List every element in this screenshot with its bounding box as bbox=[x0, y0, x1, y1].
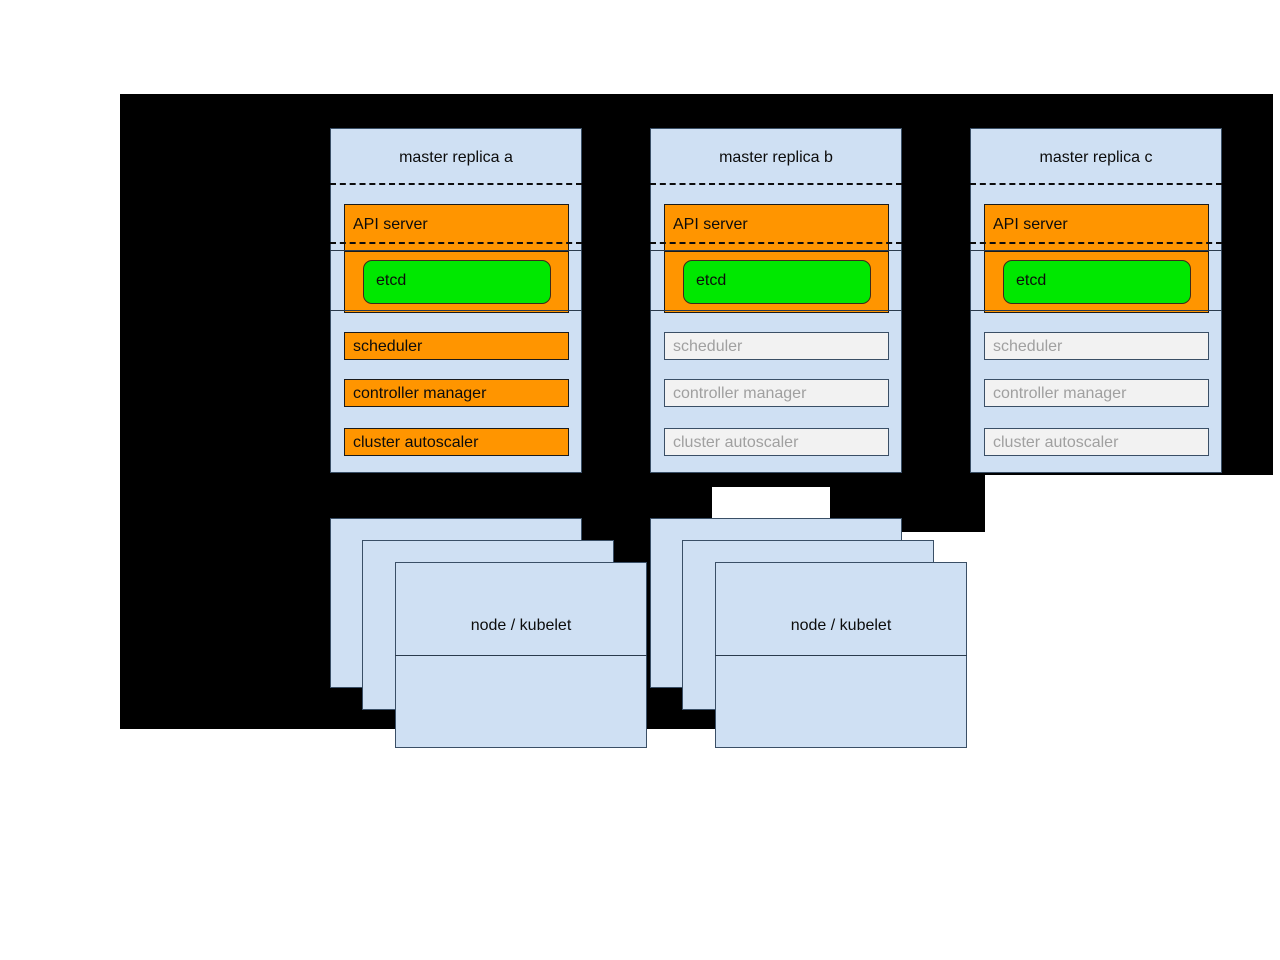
component-cluster-autoscaler[interactable]: cluster autoscaler bbox=[664, 428, 889, 456]
backdrop-mid-strip bbox=[512, 475, 985, 487]
component-label: cluster autoscaler bbox=[673, 434, 799, 451]
replica-boundary-dashed-mid bbox=[970, 242, 1222, 244]
component-label: controller manager bbox=[993, 385, 1127, 402]
master-replica-a[interactable]: master replica a API server etcd schedul… bbox=[330, 128, 582, 473]
replica-boundary-dashed-mid bbox=[650, 242, 902, 244]
replica-rule-lower bbox=[650, 310, 902, 311]
node-divider bbox=[395, 655, 647, 656]
replica-boundary-dashed-top bbox=[650, 183, 902, 185]
master-replica-c[interactable]: master replica c API server etcd schedul… bbox=[970, 128, 1222, 473]
component-label: controller manager bbox=[673, 385, 807, 402]
node-divider bbox=[715, 655, 967, 656]
node-card-front[interactable]: node / kubelet bbox=[715, 562, 967, 748]
component-cluster-autoscaler[interactable]: cluster autoscaler bbox=[984, 428, 1209, 456]
node-label: node / kubelet bbox=[790, 617, 892, 634]
etcd-host-box[interactable]: etcd bbox=[664, 251, 889, 313]
component-scheduler[interactable]: scheduler bbox=[984, 332, 1209, 360]
replica-rule-upper bbox=[970, 250, 1222, 251]
replica-rule-upper bbox=[650, 250, 902, 251]
component-label: controller manager bbox=[353, 385, 487, 402]
replica-title: master replica b bbox=[719, 149, 833, 166]
component-label: cluster autoscaler bbox=[993, 434, 1119, 451]
node-label: node / kubelet bbox=[470, 617, 572, 634]
replica-boundary-dashed-top bbox=[330, 183, 582, 185]
component-controller-manager[interactable]: controller manager bbox=[344, 379, 569, 407]
etcd-box[interactable]: etcd bbox=[683, 260, 871, 304]
etcd-host-box[interactable]: etcd bbox=[344, 251, 569, 313]
replica-rule-lower bbox=[970, 310, 1222, 311]
api-server-label: API server bbox=[673, 216, 748, 233]
master-replica-b[interactable]: master replica b API server etcd schedul… bbox=[650, 128, 902, 473]
replica-title: master replica a bbox=[399, 149, 513, 166]
etcd-label: etcd bbox=[376, 272, 407, 289]
component-label: cluster autoscaler bbox=[353, 434, 479, 451]
component-cluster-autoscaler[interactable]: cluster autoscaler bbox=[344, 428, 569, 456]
api-server-label: API server bbox=[993, 216, 1068, 233]
replica-title: master replica c bbox=[1039, 149, 1153, 166]
replica-rule-upper bbox=[330, 250, 582, 251]
component-label: scheduler bbox=[993, 338, 1063, 355]
component-label: scheduler bbox=[673, 338, 743, 355]
replica-boundary-dashed-mid bbox=[330, 242, 582, 244]
component-scheduler[interactable]: scheduler bbox=[664, 332, 889, 360]
component-scheduler[interactable]: scheduler bbox=[344, 332, 569, 360]
etcd-label: etcd bbox=[1016, 272, 1047, 289]
component-controller-manager[interactable]: controller manager bbox=[664, 379, 889, 407]
node-card-front[interactable]: node / kubelet bbox=[395, 562, 647, 748]
api-server-label: API server bbox=[353, 216, 428, 233]
etcd-host-box[interactable]: etcd bbox=[984, 251, 1209, 313]
etcd-box[interactable]: etcd bbox=[1003, 260, 1191, 304]
component-label: scheduler bbox=[353, 338, 423, 355]
replica-rule-lower bbox=[330, 310, 582, 311]
component-controller-manager[interactable]: controller manager bbox=[984, 379, 1209, 407]
replica-boundary-dashed-top bbox=[970, 183, 1222, 185]
etcd-box[interactable]: etcd bbox=[363, 260, 551, 304]
etcd-label: etcd bbox=[696, 272, 727, 289]
